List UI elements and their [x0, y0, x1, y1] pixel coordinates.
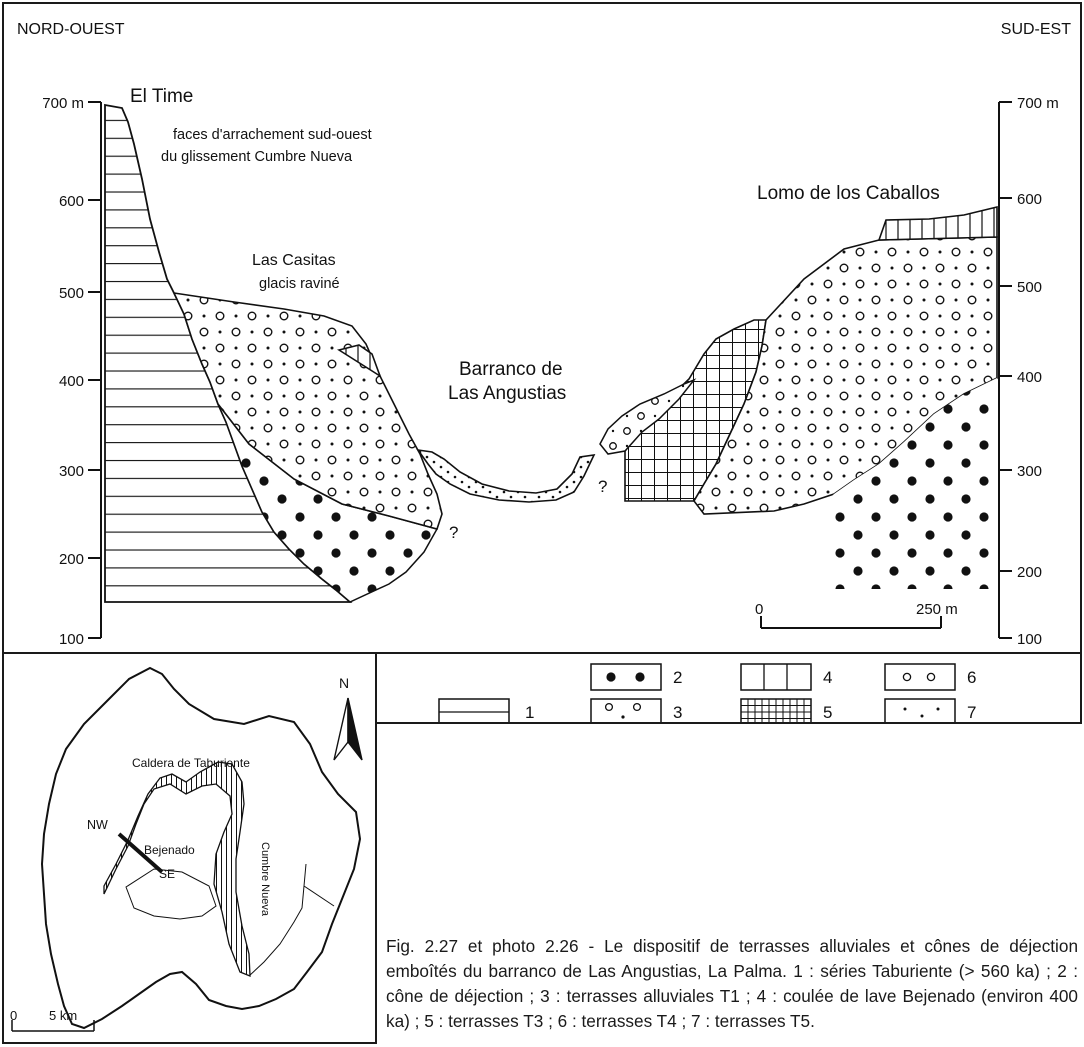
right-tick-700: 700 m — [1017, 95, 1059, 112]
north-arrow-icon — [333, 697, 363, 761]
right-elevation-axis: 700 m 600 500 400 300 200 100 — [998, 95, 1059, 648]
orientation-right-label: SUD-EST — [1001, 21, 1071, 38]
unit-3-glacis-left — [172, 291, 443, 530]
legend-item-5: 5 — [740, 698, 832, 726]
question-mark-left: ? — [449, 523, 458, 542]
label-el-time: El Time — [130, 86, 193, 107]
section-line-nw-se — [117, 832, 164, 874]
section-scale-start: 0 — [755, 601, 763, 618]
location-map-svg: N Caldera de Taburiente NW SE Bejenado C… — [10, 666, 363, 1032]
right-tick-500: 500 — [1017, 279, 1042, 296]
east-boundary-line — [303, 885, 335, 907]
legend-item-1: 1 — [438, 698, 534, 726]
label-barranco-line2: Las Angustias — [448, 383, 566, 404]
legend-svg: 1 2 3 4 5 6 — [438, 663, 976, 726]
right-tick-200: 200 — [1017, 564, 1042, 581]
cross-section-panel: NORD-OUEST SUD-EST 700 m 600 500 400 300… — [2, 2, 1082, 654]
bejenado-outline — [125, 868, 217, 920]
map-label-bejenado: Bejenado — [144, 843, 195, 857]
legend-label-2: 2 — [673, 668, 682, 687]
section-scale-bar: 0 250 m — [755, 601, 958, 629]
map-north-label: N — [339, 675, 349, 691]
figure-caption: Fig. 2.27 et photo 2.26 - Le dispositif … — [386, 936, 1078, 1031]
cumbre-nueva-boundary — [248, 863, 307, 977]
caldera-rim — [103, 761, 251, 977]
map-scale-end: 5 km — [49, 1008, 77, 1023]
label-glacis: glacis raviné — [259, 276, 340, 292]
unit-6-terrace-t4-small — [599, 378, 697, 455]
unit-4-lava-right — [877, 205, 998, 241]
orientation-left-label: NORD-OUEST — [17, 21, 125, 38]
map-label-se: SE — [159, 867, 175, 881]
legend-item-6: 6 — [884, 663, 976, 691]
left-tick-200: 200 — [59, 551, 84, 568]
unit-2-cone-right — [819, 378, 997, 589]
legend-label-3: 3 — [673, 703, 682, 722]
section-scale-end: 250 m — [916, 601, 958, 618]
map-scale-start: 0 — [10, 1008, 17, 1023]
legend-item-2: 2 — [590, 663, 682, 691]
right-tick-600: 600 — [1017, 191, 1042, 208]
left-tick-700: 700 m — [42, 95, 84, 112]
legend-label-6: 6 — [967, 668, 976, 687]
legend-item-7: 7 — [884, 698, 976, 726]
legend-item-4: 4 — [740, 663, 832, 691]
island-outline — [40, 666, 362, 1030]
map-label-cumbre-nueva: Cumbre Nueva — [259, 842, 271, 917]
left-tick-500: 500 — [59, 285, 84, 302]
legend-label-4: 4 — [823, 668, 832, 687]
map-label-caldera: Caldera de Taburiente — [132, 756, 250, 770]
label-barranco-line1: Barranco de — [459, 359, 563, 380]
right-tick-100: 100 — [1017, 631, 1042, 648]
right-tick-400: 400 — [1017, 369, 1042, 386]
left-elevation-axis: 700 m 600 500 400 300 200 100 — [42, 95, 102, 648]
label-las-casitas: Las Casitas — [252, 252, 336, 269]
label-faces-line2: du glissement Cumbre Nueva — [161, 149, 353, 165]
label-faces-line1: faces d'arrachement sud-ouest — [173, 127, 372, 143]
unit-7-valley-floor — [416, 448, 596, 503]
unit-4-lava-left — [336, 344, 382, 378]
right-tick-300: 300 — [1017, 463, 1042, 480]
map-label-nw: NW — [87, 818, 108, 832]
legend-label-5: 5 — [823, 703, 832, 722]
left-tick-100: 100 — [59, 631, 84, 648]
label-lomo-de-los-caballos: Lomo de los Caballos — [757, 183, 940, 204]
cross-section-svg: NORD-OUEST SUD-EST 700 m 600 500 400 300… — [17, 21, 1071, 648]
map-scale-bar: 0 5 km — [10, 1008, 95, 1032]
location-map-panel: N Caldera de Taburiente NW SE Bejenado C… — [2, 652, 377, 1044]
left-tick-300: 300 — [59, 463, 84, 480]
legend-item-3: 3 — [590, 698, 682, 726]
legend-label-1: 1 — [525, 703, 534, 722]
legend-panel: 1 2 3 4 5 6 — [375, 652, 1082, 726]
left-tick-400: 400 — [59, 373, 84, 390]
left-tick-600: 600 — [59, 193, 84, 210]
question-mark-right: ? — [598, 477, 607, 496]
legend-label-7: 7 — [967, 703, 976, 722]
